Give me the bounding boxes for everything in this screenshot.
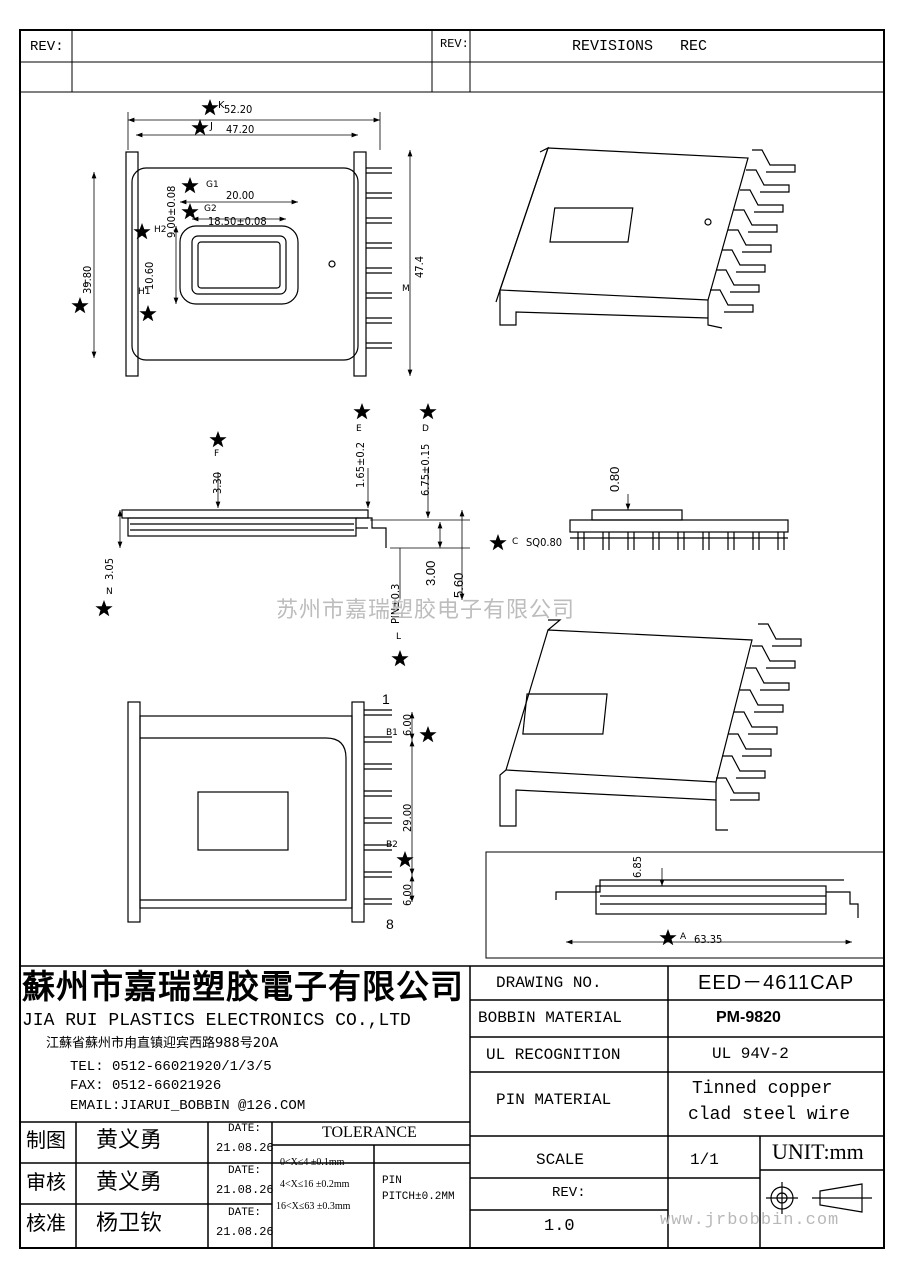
pin-pitch-line-2: PITCH±0.2MM xyxy=(382,1191,455,1203)
tolerance-row-3: 16<X≤63 ±0.3mm xyxy=(276,1201,351,1212)
callout-h1: H1 xyxy=(138,287,151,297)
callout-h2: H2 xyxy=(154,225,167,235)
callout-i: I xyxy=(84,279,87,289)
drawing-no-label: DRAWING NO. xyxy=(496,974,602,992)
approved-date-label: DATE: xyxy=(228,1207,262,1219)
dimension-560: 5.60 xyxy=(451,572,466,598)
callout-j: J xyxy=(210,121,213,132)
callout-f: F xyxy=(214,449,220,459)
top-view-dimension-lines xyxy=(91,112,413,376)
rev-label-block: REV: xyxy=(552,1185,586,1201)
tolerance-row-1: 0<X≤4 ±0.1mm xyxy=(280,1157,345,1168)
pin-material-value-1: Tinned copper xyxy=(692,1079,833,1099)
dimension-g2: 18.50±0.08 xyxy=(208,215,267,228)
checked-label: 审核 xyxy=(26,1170,66,1194)
dimension-b1: 6.00 xyxy=(401,713,414,736)
dimension-j: 47.20 xyxy=(226,123,255,136)
dimension-h2: 10.60 xyxy=(143,261,156,290)
side-view-dimension-lines xyxy=(117,468,470,600)
bottom-view-drawing xyxy=(127,701,392,923)
dimension-top-080: 0.80 xyxy=(607,466,622,492)
company-email: EMAIL:JIARUI_BOBBIN @126.COM xyxy=(70,1098,306,1114)
dimension-a: 63.35 xyxy=(694,933,723,946)
callout-b2: B2 xyxy=(386,840,398,850)
tolerance-row-2: 4<X≤16 ±0.2mm xyxy=(280,1179,350,1190)
checked-by: 黄义勇 xyxy=(96,1170,163,1195)
ul-recognition-value: UL 94V-2 xyxy=(712,1045,789,1063)
tolerance-label: TOLERANCE xyxy=(322,1124,417,1141)
dimension-sq: SQ0.80 xyxy=(526,536,563,549)
approved-date: 21.08.26 xyxy=(216,1225,274,1239)
drawn-label: 制图 xyxy=(26,1128,66,1152)
checked-date: 21.08.26 xyxy=(216,1183,274,1197)
outer-border xyxy=(19,29,885,1249)
top-view-drawing xyxy=(125,151,392,377)
company-name-cn: 蘇州市嘉瑞塑胶電子有限公司 xyxy=(22,967,464,1006)
drawing-no-value: EED－4611CAP xyxy=(698,972,855,994)
watermark-text: 苏州市嘉瑞塑胶电子有限公司 xyxy=(276,598,576,623)
pin-material-label: PIN MATERIAL xyxy=(496,1091,612,1109)
company-address: 江蘇省蘇州市甪直镇迎宾西路988号20A xyxy=(46,1036,279,1051)
bobbin-material-label: BOBBIN MATERIAL xyxy=(478,1009,623,1027)
company-name-en: JIA RUI PLASTICS ELECTRONICS CO.,LTD xyxy=(22,1011,411,1031)
pin-material-value-2: clad steel wire xyxy=(688,1105,851,1125)
unit-label: UNIT:mm xyxy=(772,1139,864,1164)
scale-label: SCALE xyxy=(536,1151,585,1169)
dimension-g1: 20.00 xyxy=(226,189,255,202)
dimension-f: 3.30 xyxy=(211,471,224,494)
callout-d: D xyxy=(422,424,429,434)
rev-value: 1.0 xyxy=(544,1217,575,1236)
dimension-685: 6.85 xyxy=(631,855,644,878)
rec-label: REC xyxy=(680,38,708,55)
revision-header xyxy=(20,30,884,93)
dimension-n: 3.05 xyxy=(103,557,116,580)
drawn-date-label: DATE: xyxy=(228,1123,262,1135)
company-tel: TEL: 0512-66021920/1/3/5 xyxy=(70,1059,272,1075)
checked-date-label: DATE: xyxy=(228,1165,262,1177)
approved-label: 核准 xyxy=(26,1211,66,1235)
drawn-by: 黄义勇 xyxy=(96,1128,163,1153)
side-detail-drawing xyxy=(555,868,859,945)
dimension-e: 1.65±0.2 xyxy=(354,441,367,488)
callout-a: A xyxy=(680,932,687,942)
callout-g2: G2 xyxy=(204,204,217,214)
pin-last-label: 8 xyxy=(386,916,394,932)
iso-view-top xyxy=(495,146,796,329)
callout-m: M xyxy=(402,284,410,294)
callout-e: E xyxy=(356,424,362,434)
dimension-m: 47.4 xyxy=(413,255,426,278)
pin-pitch-line-1: PIN xyxy=(382,1175,402,1187)
callout-k: K xyxy=(218,100,225,111)
iso-view-bottom xyxy=(499,619,802,831)
title-block-grid xyxy=(20,965,884,1248)
dimension-300: 3.00 xyxy=(423,560,438,586)
projection-symbol-icon xyxy=(766,1182,872,1214)
dimension-g1-tol: 9.00±0.08 xyxy=(165,185,178,238)
callout-g1: G1 xyxy=(206,180,219,190)
callout-l: L xyxy=(396,632,402,642)
pin-first-label: 1 xyxy=(382,691,390,707)
approved-by: 杨卫钦 xyxy=(96,1211,163,1236)
callout-c: C xyxy=(512,537,519,547)
dimension-d: 6.75±0.15 xyxy=(419,443,432,496)
bobbin-material-value: PM-9820 xyxy=(716,1009,781,1026)
side-detail-box xyxy=(485,851,885,959)
front-view-drawing xyxy=(569,494,789,550)
company-fax: FAX: 0512-66021926 xyxy=(70,1078,222,1094)
dimension-k: 52.20 xyxy=(224,103,253,116)
dimension-b-bottom: 6.00 xyxy=(401,883,414,906)
scale-value: 1/1 xyxy=(690,1151,719,1169)
side-view-drawing xyxy=(121,509,387,548)
drawn-date: 21.08.26 xyxy=(216,1141,274,1155)
watermark-url: www.jrbobbin.com xyxy=(660,1211,840,1230)
rev-label-left: REV: xyxy=(30,39,64,55)
callout-b1: B1 xyxy=(386,728,398,738)
ul-recognition-label: UL RECOGNITION xyxy=(486,1046,621,1064)
revisions-label: REVISIONS xyxy=(572,38,654,55)
rev-label-mid: REV: xyxy=(440,37,469,51)
dimension-b2: 29.00 xyxy=(401,803,414,832)
callout-n: N xyxy=(106,587,113,597)
